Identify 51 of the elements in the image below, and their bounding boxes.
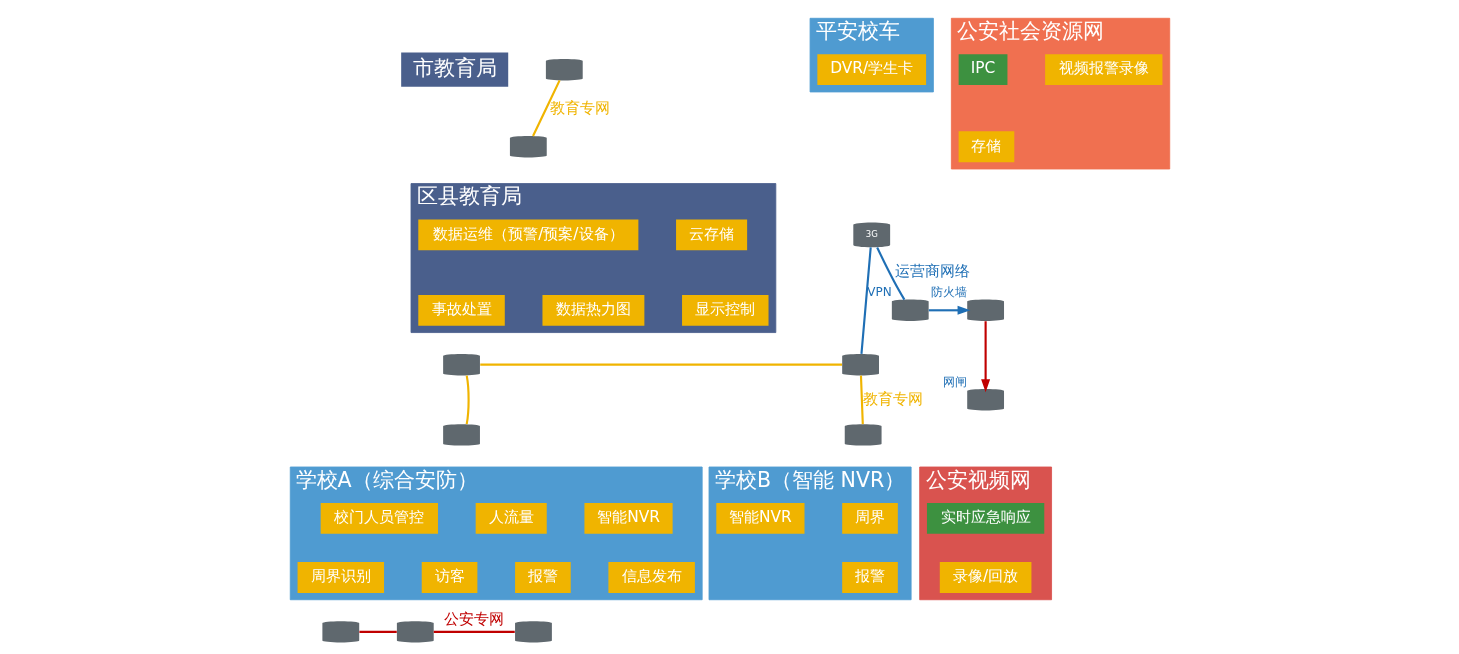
connector	[531, 79, 561, 137]
connector	[859, 247, 872, 354]
node-box: 视频报警录像	[1044, 54, 1162, 86]
node-box: 数据热力图	[541, 294, 644, 326]
node-cylinder	[844, 424, 882, 446]
node-cylinder	[966, 299, 1004, 321]
node-box: 实时应急响应	[926, 503, 1044, 534]
node-cylinder	[442, 353, 480, 376]
node-cylinder	[396, 621, 434, 643]
node-box: 事故处置	[417, 294, 505, 326]
node-cylinder	[442, 424, 480, 446]
node-box: 显示控制	[681, 294, 769, 326]
node-cylinder	[841, 353, 879, 376]
connector	[479, 363, 842, 366]
node-cylinder	[509, 136, 547, 158]
edge-label: 运营商网络	[894, 262, 970, 281]
node-box: 市教育局	[400, 52, 508, 87]
connector	[465, 375, 470, 425]
connector	[358, 630, 397, 633]
node-cylinder	[891, 299, 929, 321]
edge-label: 公安专网	[443, 610, 504, 629]
edge-label: 教育专网	[862, 389, 923, 408]
node-label: 防火墙	[930, 285, 967, 300]
node-box: 访客	[421, 562, 477, 593]
node-box: 数据运维（预警/预案/设备）	[417, 219, 638, 251]
node-box: IPC	[958, 54, 1007, 86]
arrow	[980, 321, 990, 393]
node-label: 网闸	[942, 374, 967, 389]
node-box: 云存储	[675, 219, 747, 251]
edge-label: 教育专网	[549, 98, 610, 117]
node-box: 录像/回放	[939, 562, 1031, 593]
node-cylinder	[966, 389, 1004, 411]
node-box: 存储	[958, 131, 1014, 163]
node-cylinder	[514, 621, 552, 643]
node-box: 智能NVR	[583, 503, 673, 534]
node-cylinder	[321, 621, 359, 643]
connector	[859, 375, 864, 425]
node-box: 报警	[514, 562, 571, 593]
node-box: 周界	[841, 503, 898, 534]
node-box: DVR/学生卡	[816, 54, 926, 86]
connector	[875, 247, 905, 301]
node-box: 智能NVR	[715, 503, 804, 534]
node-box: 周界识别	[297, 562, 384, 593]
arrow	[928, 305, 970, 315]
node-label: VPN	[866, 285, 892, 300]
connector	[433, 630, 515, 633]
node-cylinder	[545, 58, 583, 81]
node-box: 人流量	[475, 503, 547, 534]
node-box: 校门人员管控	[320, 503, 438, 534]
node-box: 信息发布	[607, 562, 695, 593]
node-box: 报警	[841, 562, 898, 593]
